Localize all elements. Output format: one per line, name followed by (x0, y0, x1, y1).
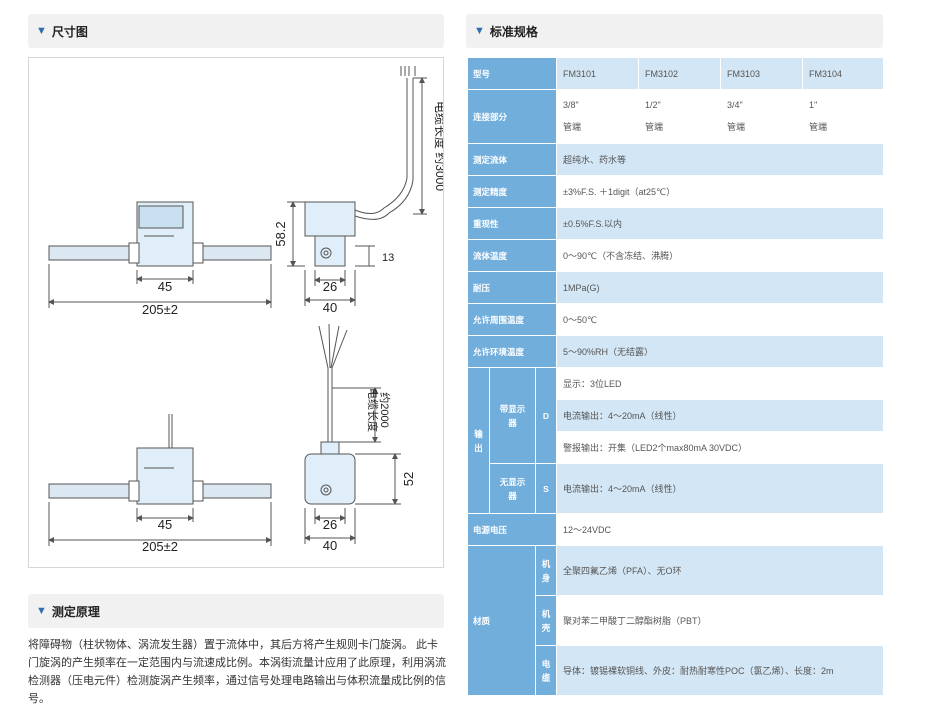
table-row: 允许周围温度 0～50℃ (467, 303, 884, 336)
spec-title: 标准规格 (489, 24, 538, 39)
row-value: 0～50℃ (556, 303, 884, 336)
row-value: 5～90%RH（无结露） (556, 335, 884, 368)
with-display-label: 带显示器 (489, 367, 536, 464)
table-row: 电缆 导体：镀锡裸软铜线、外皮：耐热耐寒性POC（氯乙烯）、长度：2m (468, 645, 884, 696)
material-sub-label: 电缆 (535, 645, 557, 696)
principle-section-header[interactable]: ▼ 测定原理 (28, 594, 444, 628)
body-bottom-front (136, 447, 194, 505)
dimension-section-header[interactable]: ▼ 尺寸图 (28, 14, 444, 48)
model-cell: FM3102 (638, 57, 721, 90)
table-row: 测定精度 ±3%F.S. ＋1digit（at25℃） (467, 175, 884, 208)
dim-height-top: 58.2 (273, 221, 288, 246)
row-value: 电流输出：4～20mA（线性） (556, 399, 884, 432)
row-label: 测定流体 (467, 143, 557, 176)
spec-table: 型号 FM3101 FM3102 FM3103 FM3104 连接部分 3/8"… (467, 57, 884, 696)
table-row: 电源电压 12～24VDC (467, 513, 884, 546)
table-row: 机壳 聚对苯二甲酸丁二醇酯树脂（PBT） (468, 595, 884, 646)
without-display-label: 无显示器 (489, 463, 536, 514)
dim-cable-bottom-2: 约2000 (378, 392, 391, 427)
row-value: 导体：镀锡裸软铜线、外皮：耐热耐寒性POC（氯乙烯）、长度：2m (556, 645, 884, 696)
row-value: ±0.5%F.S.以内 (556, 207, 884, 240)
dimension-drawing-svg: 电缆长度 约3000 58.2 13 45 205±2 26 40 电缆长度 约… (48, 66, 443, 554)
table-row: 输出 带显示器 D 显示：3位LED (467, 367, 884, 514)
row-value: 12～24VDC (556, 513, 884, 546)
connection-cell: 1"管端 (802, 89, 884, 144)
dim-cable-bottom-1: 电缆长度 (366, 388, 380, 432)
row-label: 允许环境温度 (467, 335, 557, 368)
row-value: 超纯水、药水等 (556, 143, 884, 176)
row-value: 1MPa(G) (556, 271, 884, 304)
material-sub-label: 机壳 (535, 595, 557, 646)
table-row: 耐压 1MPa(G) (467, 271, 884, 304)
triangle-down-icon: ▼ (36, 25, 47, 37)
principle-text: 将障碍物（柱状物体、涡流发生器）置于流体中，其后方将产生规则卡门旋涡。 此卡门旋… (28, 639, 446, 705)
triangle-down-icon: ▼ (474, 25, 485, 37)
table-row: 警报输出：开集（LED2个max80mA 30VDC） (468, 431, 884, 464)
dimension-title: 尺寸图 (51, 24, 88, 39)
dim-205-top: 205±2 (142, 302, 178, 317)
table-row: 允许环境温度 5～90%RH（无结露） (467, 335, 884, 368)
table-row: 测定流体 超纯水、药水等 (467, 143, 884, 176)
model-cell: FM3104 (802, 57, 884, 90)
body-bottom-side (304, 453, 356, 505)
row-value: 电流输出：4～20mA（线性） (556, 463, 884, 514)
table-row: 连接部分 3/8"管端 1/2"管端 3/4"管端 1"管端 (467, 89, 884, 144)
row-value: 警报输出：开集（LED2个max80mA 30VDC） (556, 431, 884, 464)
table-row: 无显示器 S 电流输出：4～20mA（线性） (468, 463, 884, 514)
triangle-down-icon: ▼ (36, 605, 47, 617)
model-cell: FM3101 (556, 57, 639, 90)
row-label: 电源电压 (467, 513, 557, 546)
dim-205-bottom: 205±2 (142, 539, 178, 554)
row-value: 0～90℃（不含冻结、沸腾） (556, 239, 884, 272)
row-label: 流体温度 (467, 239, 557, 272)
connection-label: 连接部分 (467, 89, 557, 144)
table-row: 材质 机身 全聚四氟乙烯（PFA）、无O环 (467, 545, 884, 696)
dim-13: 13 (382, 252, 394, 264)
table-row: 型号 FM3101 FM3102 FM3103 FM3104 (467, 57, 884, 90)
model-cell: FM3103 (720, 57, 803, 90)
dim-height-bottom: 52 (401, 472, 416, 486)
dim-45-top: 45 (158, 279, 172, 294)
row-value: 聚对苯二甲酸丁二醇酯树脂（PBT） (556, 595, 884, 646)
dim-40-top: 40 (323, 300, 337, 315)
spec-section-header[interactable]: ▼ 标准规格 (466, 14, 883, 48)
table-row: 电流输出：4～20mA（线性） (468, 399, 884, 432)
row-value: 全聚四氟乙烯（PFA）、无O环 (556, 545, 884, 596)
dim-26-bottom: 26 (323, 517, 337, 532)
table-row: 流体温度 0～90℃（不含冻结、沸腾） (467, 239, 884, 272)
output-label: 输出 (467, 367, 490, 514)
connection-cell: 1/2"管端 (638, 89, 721, 144)
dim-40-bottom: 40 (323, 538, 337, 553)
body-top-side (304, 201, 356, 237)
dim-26-top: 26 (323, 279, 337, 294)
row-label: 测定精度 (467, 175, 557, 208)
row-label: 重现性 (467, 207, 557, 240)
row-value: 显示：3位LED (556, 367, 884, 400)
material-label: 材质 (467, 545, 536, 696)
dim-cable-top: 电缆长度 约3000 (433, 101, 443, 191)
row-value: ±3%F.S. ＋1digit（at25℃） (556, 175, 884, 208)
connection-cell: 3/4"管端 (720, 89, 803, 144)
connection-cell: 3/8"管端 (556, 89, 639, 144)
material-sub-label: 机身 (535, 545, 557, 596)
principle-title: 测定原理 (51, 604, 100, 619)
without-display-code: S (535, 463, 557, 514)
dim-45-bottom: 45 (158, 517, 172, 532)
row-label: 允许周围温度 (467, 303, 557, 336)
with-display-code: D (535, 367, 557, 464)
model-label: 型号 (467, 57, 557, 90)
dimension-drawing: 电缆长度 约3000 58.2 13 45 205±2 26 40 电缆长度 约… (28, 57, 444, 568)
table-row: 重现性 ±0.5%F.S.以内 (467, 207, 884, 240)
row-label: 耐压 (467, 271, 557, 304)
